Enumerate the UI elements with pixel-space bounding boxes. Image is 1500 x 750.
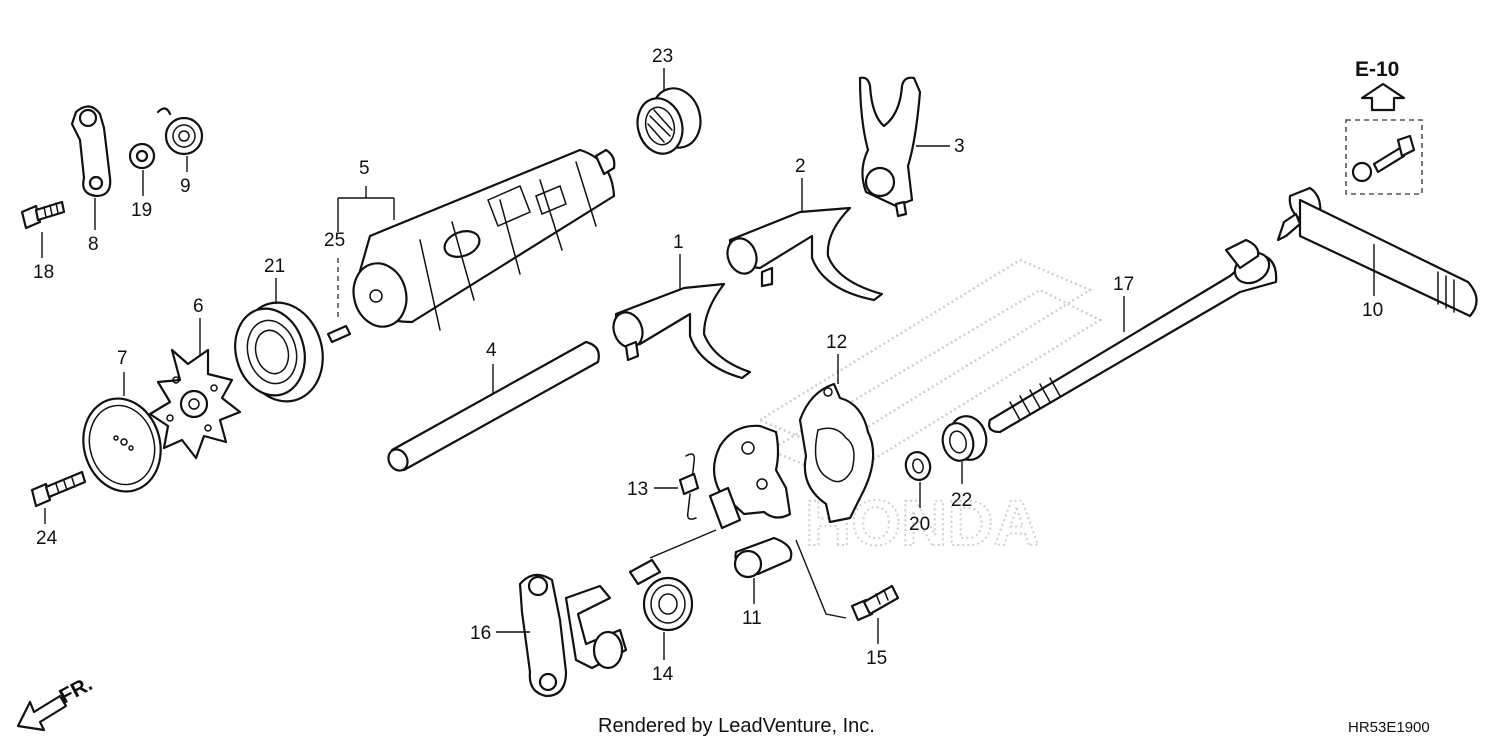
part-16-shift-arm[interactable] xyxy=(518,573,628,698)
front-arrow-icon xyxy=(16,694,68,732)
label-12: 12 xyxy=(826,332,847,353)
part-20-washer[interactable] xyxy=(903,449,933,482)
label-19: 19 xyxy=(131,200,152,221)
label-17: 17 xyxy=(1113,274,1134,295)
label-7: 7 xyxy=(117,348,128,369)
part-25-pin[interactable] xyxy=(326,324,352,344)
label-1: 1 xyxy=(673,232,684,253)
label-5: 5 xyxy=(359,158,370,179)
label-18: 18 xyxy=(33,262,54,283)
part-19-washer[interactable] xyxy=(128,142,156,170)
part-7-plate[interactable] xyxy=(73,390,171,500)
part-3-shift-fork[interactable] xyxy=(858,76,922,218)
label-3: 3 xyxy=(954,136,965,157)
reference-e10[interactable]: E-10 xyxy=(1345,58,1423,195)
label-25: 25 xyxy=(324,230,345,251)
diagram-code: HR53E1900 xyxy=(1348,719,1430,736)
part-17-shaft[interactable] xyxy=(988,238,1278,434)
part-21-bearing[interactable] xyxy=(226,293,334,410)
label-13: 13 xyxy=(627,479,648,500)
part-18-bolt[interactable] xyxy=(20,200,66,230)
part-5-shift-drum[interactable] xyxy=(347,148,616,333)
label-4: 4 xyxy=(486,340,497,361)
render-credit: Rendered by LeadVenture, Inc. xyxy=(598,715,875,737)
label-22: 22 xyxy=(951,490,972,511)
part-4-shaft[interactable] xyxy=(385,340,600,474)
reference-label: E-10 xyxy=(1355,58,1399,81)
part-12-plate[interactable] xyxy=(798,382,875,524)
label-8: 8 xyxy=(88,234,99,255)
label-20: 20 xyxy=(909,514,930,535)
part-9-spring[interactable] xyxy=(156,107,204,156)
label-23: 23 xyxy=(652,46,673,67)
part-6-star-cam[interactable] xyxy=(148,348,242,460)
label-15: 15 xyxy=(866,648,887,669)
part-11-stopper[interactable] xyxy=(708,424,793,579)
label-11: 11 xyxy=(742,608,762,629)
reference-box xyxy=(1345,119,1423,195)
part-15-bolt[interactable] xyxy=(850,584,900,622)
part-23-bearing[interactable] xyxy=(632,83,707,159)
part-2-shift-fork[interactable] xyxy=(723,206,884,302)
label-6: 6 xyxy=(193,296,204,317)
arrow-up-icon xyxy=(1360,82,1406,112)
part-24-bolt[interactable] xyxy=(30,470,87,508)
part-14-spring[interactable] xyxy=(628,558,694,632)
label-9: 9 xyxy=(180,176,191,197)
label-2: 2 xyxy=(795,156,806,177)
part-1-shift-fork[interactable] xyxy=(609,282,752,380)
label-10: 10 xyxy=(1362,300,1383,321)
label-21: 21 xyxy=(264,256,285,277)
label-24: 24 xyxy=(36,528,58,549)
label-16: 16 xyxy=(470,623,491,644)
part-13-spring[interactable] xyxy=(678,453,700,520)
part-22-bearing[interactable] xyxy=(939,412,991,464)
label-14: 14 xyxy=(652,664,674,685)
part-10-shift-spindle[interactable] xyxy=(1276,186,1478,318)
part-8-arm[interactable] xyxy=(70,105,112,198)
front-direction-marker: FR. xyxy=(16,672,96,732)
